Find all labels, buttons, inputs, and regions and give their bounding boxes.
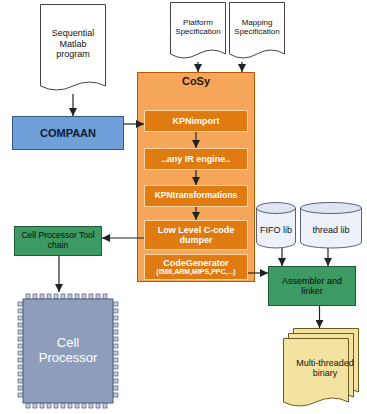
- node-label: Cell Processor Tool chain: [18, 231, 98, 251]
- node-label: thread lib: [312, 225, 349, 235]
- flow-arrow: [248, 272, 268, 273]
- binary-documents: Multi-threaded binary: [283, 328, 359, 410]
- processor-chip: Cell Processor: [16, 292, 120, 410]
- node-label: CodeGenerator: [163, 258, 229, 268]
- toolchain-box: Assembler and linker: [268, 266, 356, 306]
- flow-arrow: [281, 248, 282, 266]
- process-box: KPNimport: [144, 110, 248, 132]
- node-label: Cell Processor: [28, 336, 108, 366]
- frame-title: CoSy: [140, 75, 252, 88]
- node-label: KPNtransformations: [155, 191, 238, 201]
- flow-arrow: [72, 94, 73, 116]
- document-shape: Platform Specification: [170, 2, 226, 62]
- flow-arrow: [319, 306, 320, 328]
- node-label: FIFO lib: [260, 225, 292, 235]
- process-box: ..any IR engine..: [144, 148, 248, 170]
- node-label: ..any IR engine..: [162, 154, 231, 164]
- library-cylinder: thread lib: [300, 202, 362, 248]
- process-box: KPNtransformations: [144, 185, 248, 207]
- flow-arrow: [195, 207, 196, 220]
- flow-arrow: [197, 62, 198, 72]
- flow-arrow: [241, 62, 242, 72]
- document-shape: Mapping Specification: [229, 2, 285, 62]
- flow-arrow: [102, 237, 144, 238]
- flow-arrow: [58, 256, 59, 292]
- flow-arrow: [327, 248, 328, 266]
- process-box: COMPAAN: [12, 116, 124, 150]
- node-label: Mapping Specification: [232, 18, 282, 36]
- document-shape-outline: [40, 4, 106, 94]
- node-label: Sequential Matlab program: [44, 28, 102, 59]
- node-label: Assembler and linker: [273, 276, 351, 297]
- flow-arrow: [195, 170, 196, 185]
- toolchain-box: Cell Processor Tool chain: [14, 226, 102, 256]
- library-cylinder: FIFO lib: [256, 202, 296, 248]
- process-box: Low Level C-code dumper: [144, 220, 248, 250]
- flow-arrow: [195, 132, 196, 148]
- frame-ground: [137, 72, 255, 282]
- node-label: KPNimport: [173, 116, 220, 126]
- compiler-frame: CoSyKPNimport ..any IR engine.. KPNtransfo…: [137, 72, 255, 282]
- node-label: COMPAAN: [40, 127, 96, 140]
- node-label: (i586,ARM,MIPS,PPC,...): [156, 268, 235, 276]
- flow-arrow: [124, 123, 144, 124]
- node-label: Multi-threaded binary: [295, 358, 355, 379]
- process-box: CodeGenerator(i586,ARM,MIPS,PPC,...): [144, 254, 248, 280]
- node-label: Platform Specification: [173, 18, 223, 36]
- document-shape: Sequential Matlab program: [40, 4, 106, 94]
- node-label: Low Level C-code dumper: [148, 225, 244, 246]
